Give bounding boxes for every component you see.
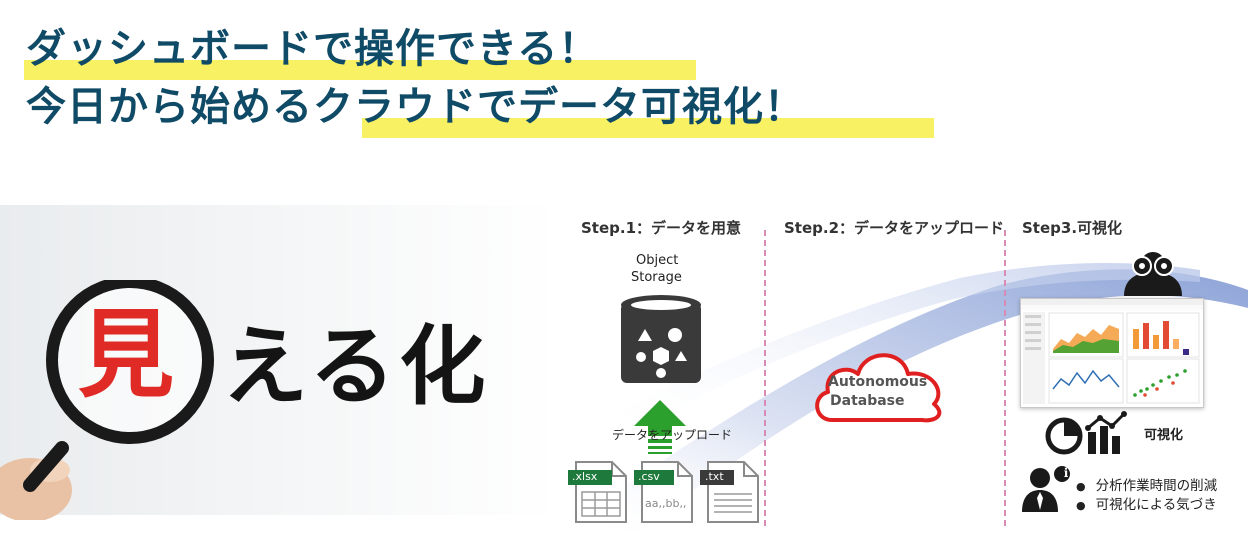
xlsx-ext-label: .xlsx [572, 470, 598, 483]
step-1-label: Step.1：データを用意 [581, 219, 742, 237]
txt-file-icon [700, 461, 759, 523]
magnifier-icon [0, 280, 214, 520]
cloud-icon [815, 353, 942, 423]
mieru-char: 見 [78, 299, 174, 411]
title-line-1: ダッシュボードで操作できる！ [26, 26, 600, 72]
divider-2 [1004, 230, 1006, 526]
xlsx-file-icon [568, 461, 627, 523]
dashboard-thumbnail [1020, 298, 1204, 408]
csv-sample-text: aa,,bb,, [645, 497, 687, 510]
dashboard-thumbnail-graphic [1021, 299, 1203, 404]
object-storage-icon [621, 295, 701, 383]
step-3-label: Step3.可視化 [1022, 219, 1123, 237]
csv-ext-label: .csv [638, 470, 660, 483]
divider-1 [764, 230, 766, 526]
upload-arrow-icon [634, 400, 686, 454]
cloud-label-2: Database [830, 393, 905, 409]
mieru-rest-text: える化 [222, 317, 490, 417]
title-line-2: 今日から始めるクラウドでデータ可視化！ [26, 84, 805, 130]
step-2-label: Step.2：データをアップロード [784, 219, 1005, 237]
pie-chart-icon [1045, 417, 1083, 455]
business-person-icon [1022, 466, 1070, 512]
txt-ext-label: .txt [705, 470, 724, 483]
object-storage-label-2: Storage [631, 270, 682, 285]
cloud-label-1: Autonomous [828, 374, 928, 390]
visualize-label: 可視化 [1144, 428, 1184, 443]
csv-file-icon [634, 461, 693, 523]
binoculars-person-icon [1124, 252, 1182, 296]
object-storage-label-1: Object [636, 253, 679, 268]
benefit-item-2: 可視化による気づき [1076, 496, 1217, 515]
title-highlight-1 [24, 60, 696, 80]
bar-chart-icon [1085, 411, 1127, 454]
benefit-item-1: 分析作業時間の削減 [1076, 477, 1218, 496]
upload-label: データをアップロード [612, 428, 733, 442]
title-highlight-2 [362, 118, 934, 138]
info-icon: i [1063, 466, 1069, 480]
benefits-list: 分析作業時間の削減 可視化による気づき [1076, 477, 1218, 515]
